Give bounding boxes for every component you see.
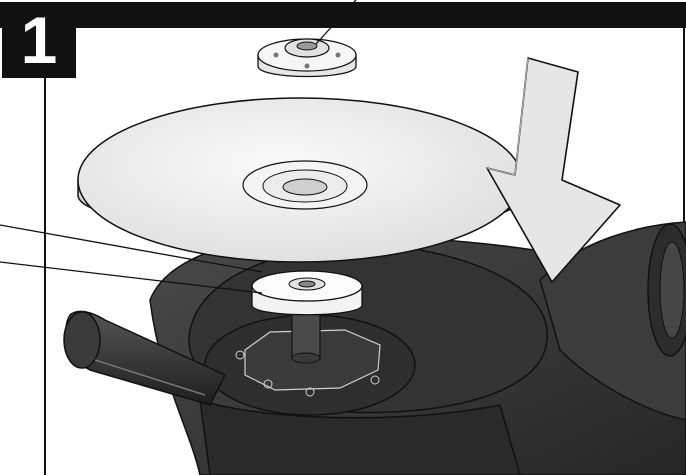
grinding-disc [78,98,522,262]
grinder-body [150,222,686,475]
inner-flange [252,271,362,315]
outer-flange-nut [258,39,356,77]
step-badge: 1 [2,2,76,78]
step-number: 1 [2,2,76,78]
